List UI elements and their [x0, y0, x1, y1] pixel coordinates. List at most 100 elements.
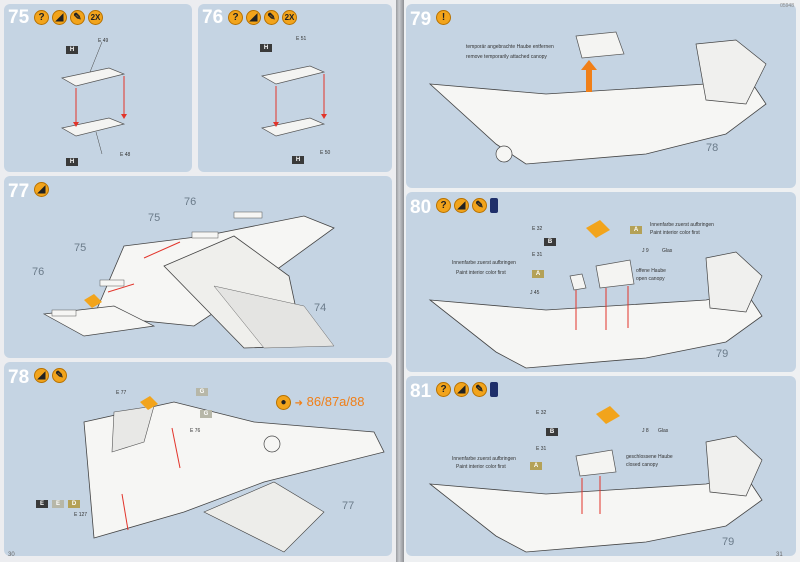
canopy-label-en: closed canopy [626, 462, 658, 468]
part-label: E 127 [74, 512, 88, 518]
step-76-drawing [261, 65, 327, 137]
paint-brush-icon: ✎ [264, 10, 279, 25]
color-tag: G [200, 410, 212, 418]
instruction-en: Paint interior color first [650, 230, 700, 236]
color-tag: H [260, 44, 272, 52]
part-label: J 45 [530, 290, 540, 296]
part-label: 74 [314, 302, 327, 314]
glass-badge: Glas [662, 248, 673, 254]
glue-icon: ◢ [454, 382, 469, 397]
glue-icon: ◢ [246, 10, 261, 25]
paint-icon: ● [276, 395, 291, 411]
step-number: 77 [8, 181, 30, 202]
step-icons: ? ◢ ✎ [436, 198, 498, 213]
part-label: E 48 [120, 152, 131, 158]
part-label: 79 [716, 348, 729, 360]
step-icons: ◢ [34, 182, 49, 197]
part-label: 76 [32, 266, 45, 278]
step-75-drawing [61, 41, 127, 155]
paint-brush-icon: ✎ [70, 10, 85, 25]
step-number: 78 [8, 367, 30, 388]
instruction-en: remove temporarily attached canopy [466, 54, 547, 60]
part-label: 75 [74, 242, 87, 254]
canopy-label-de: geschlossene Haube [626, 454, 673, 460]
paint-brush-icon: ✎ [472, 198, 487, 213]
exclamation-icon: ! [436, 10, 451, 25]
part-label: 76 [184, 196, 197, 208]
step-80-panel: 80 ? ◢ ✎ Innenfarbe zuerst aufbringen Pa… [406, 192, 796, 372]
paint-brush-icon: ✎ [52, 368, 67, 383]
color-tag: G [196, 388, 208, 396]
step-79-panel: 79 ! temporär angebrachte Haube entferne… [406, 4, 796, 188]
2x-icon: 2X [282, 10, 297, 25]
instruction-en: Paint interior color first [456, 464, 506, 470]
instruction-de: temporär angebrachte Haube entfernen [466, 44, 554, 50]
color-tag: E [52, 500, 64, 508]
color-tag: B [546, 428, 558, 436]
paint-brush-icon: ✎ [472, 382, 487, 397]
color-tag: A [630, 226, 642, 234]
color-tag: H [66, 158, 78, 166]
color-tag: E [36, 500, 48, 508]
part-label: E 32 [536, 410, 547, 416]
color-tag: H [66, 46, 78, 54]
step-icons: ? ◢ ✎ [436, 382, 498, 397]
page-number-right: 31 [776, 552, 783, 558]
part-label: E 50 [320, 150, 331, 156]
document-code: 05948 [780, 3, 794, 9]
part-label: J 9 [642, 248, 649, 254]
step-77-drawing [42, 211, 335, 349]
bottle-icon [490, 382, 498, 397]
step-icons: ? ◢ ✎ 2X [34, 10, 103, 25]
color-tag: A [532, 270, 544, 278]
part-label: E 49 [98, 38, 109, 44]
part-label: 79 [722, 536, 735, 548]
part-label: E 76 [190, 428, 201, 434]
canopy-label-de: offene Haube [636, 268, 666, 274]
book-spine [396, 0, 404, 562]
step-number: 79 [410, 9, 432, 30]
part-label: 77 [342, 500, 355, 512]
color-tag: D [68, 500, 80, 508]
color-tag: H [292, 156, 304, 164]
step-81-drawing [428, 406, 763, 553]
part-label: E 51 [296, 36, 307, 42]
question-icon: ? [228, 10, 243, 25]
step-number: 80 [410, 197, 432, 218]
canopy-label-en: open canopy [636, 276, 665, 282]
step-77-panel: 77 ◢ 76 75 75 76 74 [4, 176, 392, 358]
step-icons: ? ◢ ✎ 2X [228, 10, 297, 25]
instruction-de: Innenfarbe zuerst aufbringen [452, 260, 516, 266]
instruction-de: Innenfarbe zuerst aufbringen [452, 456, 516, 462]
step-number: 76 [202, 7, 224, 28]
step-number: 81 [410, 381, 432, 402]
page-number-left: 30 [8, 552, 15, 558]
step-number: 75 [8, 7, 30, 28]
glue-icon: ◢ [454, 198, 469, 213]
step-reference: ● ➜ 86/87a/88 [276, 394, 365, 411]
part-label: E 31 [532, 252, 543, 258]
glue-icon: ◢ [34, 368, 49, 383]
2x-icon: 2X [88, 10, 103, 25]
part-label: 78 [706, 142, 719, 154]
part-label: J 8 [642, 428, 649, 434]
part-label: 75 [148, 212, 161, 224]
bottle-icon [490, 198, 498, 213]
ref-arrow-icon: ➜ [294, 398, 304, 409]
part-label: E 31 [536, 446, 547, 452]
glass-badge: Glas [658, 428, 669, 434]
glue-icon: ◢ [52, 10, 67, 25]
question-icon: ? [34, 10, 49, 25]
color-tag: A [530, 462, 542, 470]
step-78-drawing [83, 396, 385, 553]
instruction-de: Innenfarbe zuerst aufbringen [650, 222, 714, 228]
part-label: E 77 [116, 390, 127, 396]
step-79-drawing [428, 31, 767, 165]
ref-steps: 86/87a/88 [306, 394, 365, 409]
instruction-en: Paint interior color first [456, 270, 506, 276]
step-81-panel: 81 ? ◢ ✎ Innenfarbe zuerst aufbringen Pa… [406, 376, 796, 556]
part-label: E 32 [532, 226, 543, 232]
step-76-panel: 76 ? ◢ ✎ 2X E 51 E 50 H H [198, 4, 392, 172]
question-icon: ? [436, 382, 451, 397]
step-icons: ! [436, 10, 451, 25]
